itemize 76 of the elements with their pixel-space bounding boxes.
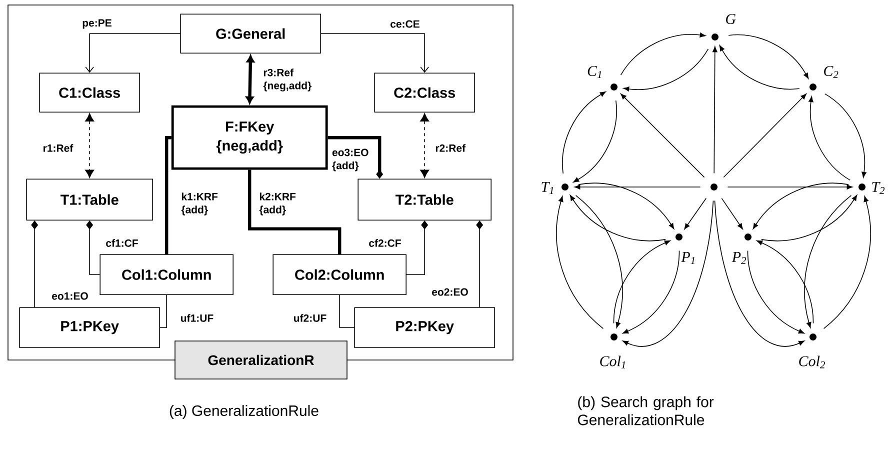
edge-label: k1:KRF {add} (180, 192, 228, 216)
arrow (747, 250, 804, 334)
arrow (712, 46, 718, 174)
connector (339, 294, 355, 328)
arrow (620, 94, 705, 178)
arrow (622, 200, 714, 347)
vertex-label: P$_{1}$ (681, 252, 694, 264)
arrow (562, 91, 606, 174)
arrow (620, 32, 706, 76)
rule-name-box: GeneralizationR (174, 340, 348, 380)
connector (86, 220, 100, 275)
edge-label: eo3:EO {add} (331, 148, 377, 172)
connector (165, 136, 172, 254)
object-box: C1:Class (39, 72, 140, 112)
edge-label: eo1:EO (50, 291, 90, 301)
vertex-label: T$_{1}$ (542, 182, 554, 194)
edge-label: k2:KRF {add} (258, 192, 306, 216)
graph-vertex (710, 184, 718, 190)
caption: (b) Search graph for GeneralizationRule (578, 396, 714, 426)
caption: (a) GeneralizationRule (170, 405, 318, 419)
arrow (570, 194, 666, 242)
arrow (714, 200, 804, 347)
arrow (573, 100, 617, 183)
arrow (723, 94, 807, 178)
edge-label: uf1:UF (179, 313, 215, 323)
edge-label: r3:Ref {neg,add} (262, 68, 316, 92)
object-box: T1:Table (26, 178, 153, 220)
arrow (756, 240, 814, 324)
arrow (85, 33, 181, 73)
object-box: Col2:Column (272, 254, 406, 295)
arrow (575, 195, 623, 328)
object-box: T2:Table (358, 178, 492, 220)
arrow (761, 194, 858, 242)
arrow (578, 182, 674, 230)
object-box: F:FKey {neg,add} (171, 105, 328, 170)
arrow (420, 113, 430, 178)
object-box: Col1:Column (100, 254, 234, 295)
object-box: G:General (180, 14, 321, 54)
arrow (727, 184, 853, 190)
vertex-label: P$_{2}$ (732, 252, 746, 264)
edge-label: cf2:CF (368, 238, 402, 248)
arrow (804, 195, 852, 328)
arrow (85, 113, 94, 178)
arrow (823, 196, 871, 329)
arrow (721, 198, 743, 230)
connector (160, 294, 167, 328)
object-box: P2:PKey (354, 307, 495, 348)
vertex-label: G (726, 14, 736, 24)
arrow (808, 96, 851, 181)
arrow (728, 34, 809, 79)
edge-label: pe:PE (81, 18, 113, 30)
arrow (719, 45, 800, 90)
object-box: C2:Class (374, 72, 475, 112)
arrow (556, 196, 604, 329)
arrow (622, 250, 680, 334)
edge-label: r1:Ref (42, 143, 74, 153)
vertex-label: T$_{2}$ (872, 182, 885, 194)
vertex-label: C$_{2}$ (824, 66, 838, 78)
edge-label: r2:Ref (434, 143, 467, 153)
connector (248, 170, 342, 254)
vertex-label: C$_{1}$ (588, 66, 602, 78)
arrow (246, 55, 254, 104)
edge-label: uf2:UF (292, 313, 328, 323)
arrow (623, 48, 709, 92)
edge-label: cf1:CF (104, 238, 140, 248)
arrow (752, 182, 849, 230)
vertex-label: Col$_{2}$ (799, 356, 825, 368)
edge-label: eo2:EO (430, 287, 470, 297)
arrow (824, 93, 866, 178)
arrow (684, 198, 707, 230)
arrow (613, 240, 670, 324)
edge-label: ce:CE (389, 19, 421, 29)
arrow (574, 184, 701, 190)
arrow (320, 33, 429, 73)
object-box: P1:PKey (19, 307, 160, 348)
vertex-label: Col$_{1}$ (600, 356, 626, 368)
